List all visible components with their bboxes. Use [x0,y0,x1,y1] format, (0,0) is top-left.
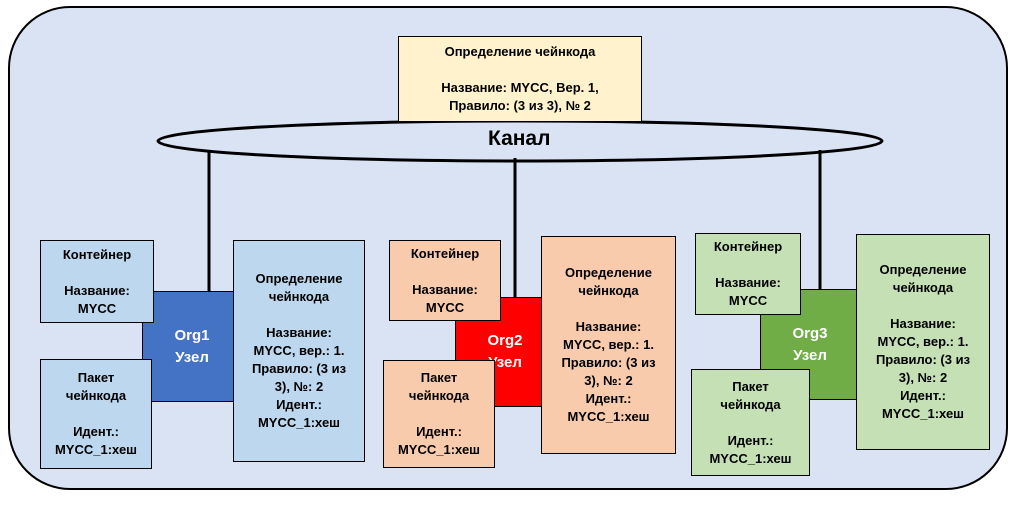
channel-label: Канал [488,127,551,150]
org1-container-line1: Название: [64,282,130,298]
channel-definition-line2: Правило: (3 из 3), № 2 [449,98,591,113]
org1-definition-title1: Определение [255,271,343,286]
org1-peer-node: Org1 Узел [142,291,242,402]
org1-node-label: Узел [175,348,209,366]
org1-chaincode-package: Пакет чейнкода Идент.: MYCC_1:хеш [40,359,152,469]
org3-node-name: Org3 [792,324,828,342]
org2-package-line1: Идент.: [416,424,462,439]
org3-node-label: Узел [793,346,827,364]
org1-container: Контейнер Название: MYCC [40,240,154,323]
org1-package-line2: MYCC_1:хеш [54,442,138,457]
org3-package-line2: MYCC_1:хеш [709,450,792,466]
channel-definition-title: Определение чейнкода [444,44,596,59]
org2-definition-l3: Правило: (3 из [561,355,656,370]
channel-definition-line1: Название: MYCC, Вер. 1, [441,80,599,95]
org1-container-line2: MYCC [77,300,117,316]
org3-definition-l1: Название: [890,316,956,331]
org1-chaincode-definition: Определение чейнкода Название: MYCC, вер… [233,240,365,462]
org1-definition-title2: чейнкода [268,289,330,304]
org3-container-line2: MYCC [728,293,768,308]
org3-definition-title1: Определение [879,262,967,277]
org2-chaincode-definition: Определение чейнкода Название: MYCC, вер… [541,236,676,454]
org3-definition-l6: MYCC_1:хеш [881,406,965,421]
org3-package-title2: чейнкода [720,396,781,412]
org1-definition-l6: MYCC_1:хеш [257,415,341,430]
org2-container: Контейнер Название: MYCC [389,240,501,321]
org1-definition-l5: Идент.: [276,397,322,412]
org2-container-title: Контейнер [410,245,480,261]
org2-package-line2: MYCC_1:хеш [397,442,481,457]
org3-container-title: Контейнер [713,239,783,254]
org2-definition-l4: 3), №: 2 [584,373,633,388]
org3-container-line1: Название: [715,275,781,290]
org1-container-title: Контейнер [62,246,132,262]
org3-definition-l5: Идент.: [900,388,946,403]
org3-chaincode-package: Пакет чейнкода Идент.: MYCC_1:хеш [691,369,810,476]
org2-container-line1: Название: [412,281,478,297]
org2-package-title1: Пакет [420,370,458,385]
channel-chaincode-definition: Определение чейнкода Название: MYCC, Вер… [398,36,642,122]
org2-definition-title1: Определение [564,265,652,280]
org1-package-title1: Пакет [77,370,115,385]
org3-chaincode-definition: Определение чейнкода Название: MYCC, вер… [856,234,990,450]
org3-package-line1: Идент.: [727,432,774,448]
org3-definition-l4: 3), №: 2 [898,370,948,385]
org2-definition-l2: MYCC, вер.: 1. [563,337,654,352]
org1-node-name: Org1 [174,326,210,344]
org3-definition-l2: MYCC, вер.: 1. [877,334,969,349]
org2-package-title2: чейнкода [408,388,470,403]
org1-definition-l3: Правило: (3 из [251,361,347,376]
org2-definition-title2: чейнкода [578,283,639,298]
org2-definition-l5: Идент.: [585,391,632,406]
org2-node-label: Узел [488,354,522,371]
org3-container: Контейнер Название: MYCC [695,233,801,315]
org1-package-title2: чейнкода [65,388,127,403]
org2-definition-l1: Название: [575,319,642,334]
org3-definition-l3: Правило: (3 из [875,352,971,367]
org2-chaincode-package: Пакет чейнкода Идент.: MYCC_1:хеш [383,360,495,468]
org1-definition-l2: MYCC, вер.: 1. [253,343,345,358]
org3-package-title1: Пакет [732,378,769,394]
org1-package-line1: Идент.: [73,424,119,439]
org1-definition-l1: Название: [266,325,332,340]
org3-definition-title2: чейнкода [892,280,954,295]
org2-container-line2: MYCC [425,299,465,315]
org1-definition-l4: 3), №: 2 [274,379,324,394]
org2-definition-l6: MYCC_1:хеш [567,409,650,424]
org2-node-name: Org2 [487,332,523,349]
